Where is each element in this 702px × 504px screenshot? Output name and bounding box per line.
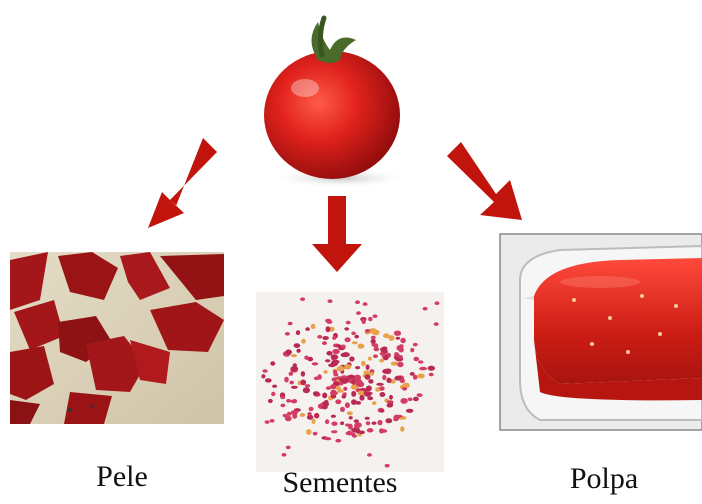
arrow-right bbox=[447, 142, 522, 220]
arrow-left bbox=[148, 138, 217, 228]
polpa-image bbox=[500, 234, 702, 430]
label-pele: Pele bbox=[12, 460, 232, 494]
arrow-center bbox=[312, 196, 362, 272]
label-polpa: Polpa bbox=[494, 462, 702, 496]
pele-image bbox=[10, 252, 224, 424]
sementes-image bbox=[256, 292, 444, 472]
label-sementes: Sementes bbox=[230, 466, 450, 500]
tomato-image bbox=[264, 18, 410, 188]
